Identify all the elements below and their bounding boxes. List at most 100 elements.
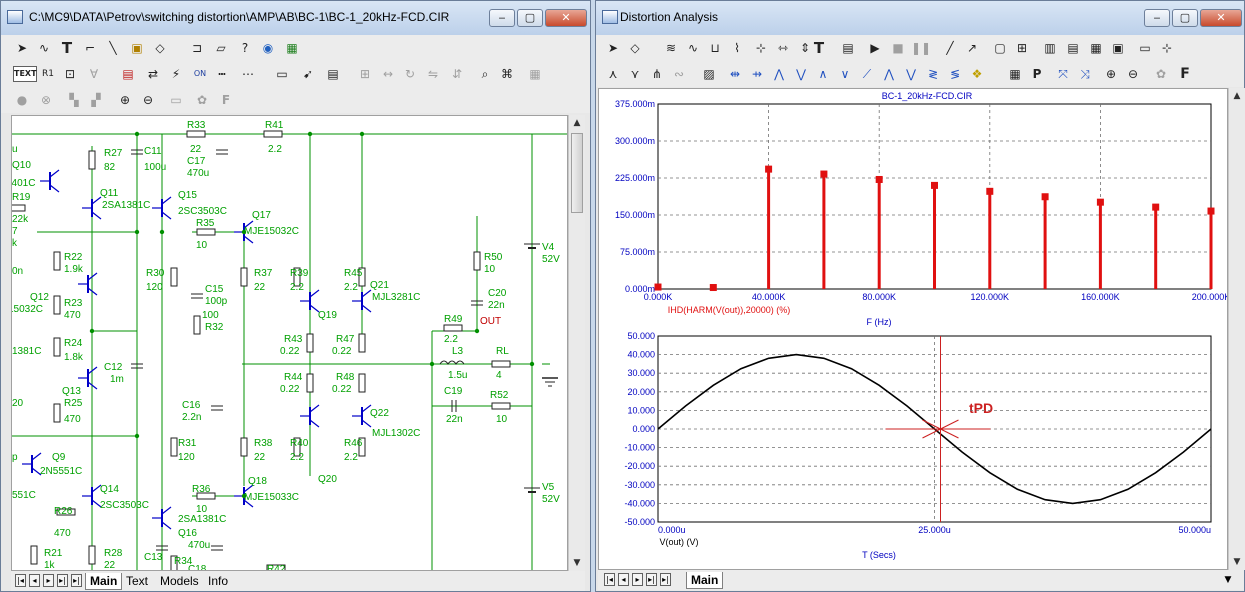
maximize-button[interactable]: ▢	[517, 9, 543, 27]
plot-area[interactable]: BC-1_20kHz-FCD.CIR IHD(HARM(V(out)),2000…	[598, 88, 1230, 570]
minimize-button[interactable]: ‒	[489, 9, 515, 27]
point-icon[interactable]: ≶	[949, 67, 961, 81]
properties-icon[interactable]: ▤	[842, 41, 854, 55]
globe-icon[interactable]: ◉	[262, 41, 274, 55]
schematic-window[interactable]: C:\MC9\DATA\Petrov\switching distortion\…	[0, 0, 591, 592]
y-scale-icon[interactable]: ⤨	[1080, 67, 1090, 81]
shapes-icon[interactable]: ◇	[155, 41, 165, 55]
list-icon[interactable]: ▦	[529, 67, 541, 81]
on-off-icon[interactable]: ON	[193, 69, 207, 78]
global-low-icon[interactable]: ∨	[840, 67, 850, 81]
plot-vertical-scrollbar[interactable]: ▲ ▼	[1228, 88, 1245, 570]
font-icon[interactable]: F	[221, 93, 231, 107]
x-scale-icon[interactable]: ⤧	[1058, 67, 1068, 81]
minimize-button[interactable]: ‒	[1144, 9, 1170, 27]
tab-main[interactable]: Main	[686, 572, 724, 589]
scroll-thumb[interactable]	[571, 133, 583, 213]
pin-connection-icon[interactable]: ⊡	[64, 67, 76, 81]
component-icon[interactable]: ▦	[286, 41, 298, 55]
title-block-icon[interactable]: ▱	[216, 41, 226, 55]
diagonal-wire-icon[interactable]: ╲	[109, 41, 117, 55]
stop-icon[interactable]: ■	[892, 41, 904, 55]
major-grid-icon[interactable]: ▤	[1067, 41, 1079, 55]
scroll-down-icon[interactable]: ▼	[1224, 575, 1232, 585]
horizontal-tag-icon[interactable]: ⇿	[777, 41, 789, 55]
copy-icon[interactable]: ▚	[69, 93, 79, 107]
text-toggle-button[interactable]: TEXT	[13, 66, 37, 82]
tab-info[interactable]: Info	[208, 574, 229, 588]
valley-icon[interactable]: ⋎	[630, 67, 640, 81]
stop-icon[interactable]: ⊗	[40, 93, 52, 107]
close-button[interactable]: ✕	[545, 9, 587, 27]
properties-icon[interactable]: ▤	[327, 67, 339, 81]
table-icon[interactable]: ▦	[1009, 67, 1021, 81]
text-tool-icon[interactable]: T	[813, 39, 825, 57]
pause-icon[interactable]: ❚❚	[911, 41, 932, 55]
tab-main[interactable]: Main	[85, 573, 123, 590]
left-cursor-icon[interactable]: ⇹	[729, 67, 741, 81]
axes-icon[interactable]: ▦	[1090, 41, 1102, 55]
wire-icon[interactable]: ∿	[38, 41, 50, 55]
binoculars-icon[interactable]: ⌘	[501, 67, 513, 81]
zoom-in-icon[interactable]: ⊕	[119, 93, 131, 107]
point-tag-icon[interactable]: ⊹	[755, 41, 767, 55]
chart-icon[interactable]: ▨	[703, 67, 715, 81]
dots-icon[interactable]: ⋯	[242, 67, 254, 81]
wave-icon[interactable]: ≋	[665, 41, 677, 55]
mirror-icon[interactable]: ⇵	[451, 67, 463, 81]
right-cursor-icon[interactable]: ⇸	[751, 67, 763, 81]
bold-axes-icon[interactable]: ▣	[1112, 41, 1124, 55]
vertical-tag-icon[interactable]: ⇕	[799, 41, 811, 55]
scroll-up-icon[interactable]: ▲	[573, 118, 581, 128]
end-page-icon[interactable]: ▸|	[660, 573, 671, 586]
help-icon[interactable]: ?	[241, 41, 249, 55]
inflection-icon[interactable]: ≷	[927, 67, 939, 81]
select-mode-icon[interactable]: ➤	[16, 41, 28, 55]
scroll-down-icon[interactable]: ▼	[1233, 557, 1241, 567]
sine-icon[interactable]: ∿	[687, 41, 699, 55]
cursor-mode-icon[interactable]: ⊹	[1161, 41, 1173, 55]
tag-icon[interactable]: ⌇	[734, 41, 740, 55]
prev-page-icon[interactable]: ◂	[618, 573, 629, 586]
bottom-icon[interactable]: ⋁	[906, 67, 916, 81]
high-icon[interactable]: ⋔	[651, 67, 663, 81]
next-page-icon[interactable]: ▸	[43, 574, 54, 587]
next-peak-icon[interactable]: ⋀	[774, 67, 784, 81]
next-page-icon[interactable]: ▸	[632, 573, 643, 586]
close-button[interactable]: ✕	[1200, 9, 1242, 27]
slope-icon[interactable]: ⟋	[862, 67, 872, 81]
plot-frame-icon[interactable]: ▭	[1139, 41, 1151, 55]
font-icon[interactable]: F	[1180, 66, 1190, 82]
stretch-icon[interactable]: ↔	[382, 67, 394, 81]
schematic-titlebar[interactable]: C:\MC9\DATA\Petrov\switching distortion\…	[1, 1, 590, 36]
top-icon[interactable]: ⋀	[884, 67, 894, 81]
minor-grid-icon[interactable]: ▥	[1044, 41, 1056, 55]
first-page-icon[interactable]: |◂	[15, 574, 26, 587]
box-icon[interactable]: ▢	[994, 41, 1006, 55]
pin-icon[interactable]: ⊐	[191, 41, 203, 55]
last-page-icon[interactable]: ▸|	[646, 573, 657, 586]
rotate-icon[interactable]: ↻	[404, 67, 416, 81]
align-icon[interactable]: ⊞	[359, 67, 371, 81]
attribute-icon[interactable]: ∀	[89, 67, 99, 81]
maximize-button[interactable]: ▢	[1172, 9, 1198, 27]
select-mode-icon[interactable]: ➤	[607, 41, 619, 55]
prev-page-icon[interactable]: ◂	[29, 574, 40, 587]
scale-icon[interactable]: ⊔	[710, 41, 720, 55]
orthogonal-wire-icon[interactable]: ⌐	[84, 41, 96, 55]
shapes-icon[interactable]: ◇	[630, 41, 640, 55]
folder-icon[interactable]: ▭	[170, 93, 182, 107]
peak-icon[interactable]: ⋏	[608, 67, 618, 81]
info-icon[interactable]: ●	[16, 93, 28, 107]
line-icon[interactable]: ╱	[946, 41, 954, 55]
last-page-icon[interactable]: ▸|	[57, 574, 68, 587]
settings-icon[interactable]: ✿	[196, 93, 208, 107]
settings-icon[interactable]: ✿	[1155, 67, 1167, 81]
zoom-out-icon[interactable]: ⊖	[1127, 67, 1139, 81]
find-icon[interactable]: ⌕	[481, 67, 489, 81]
flip-icon[interactable]: ⇋	[427, 67, 439, 81]
scroll-up-icon[interactable]: ▲	[1233, 91, 1241, 101]
next-valley-icon[interactable]: ⋁	[796, 67, 806, 81]
swap-icon[interactable]: ⇄	[147, 67, 159, 81]
